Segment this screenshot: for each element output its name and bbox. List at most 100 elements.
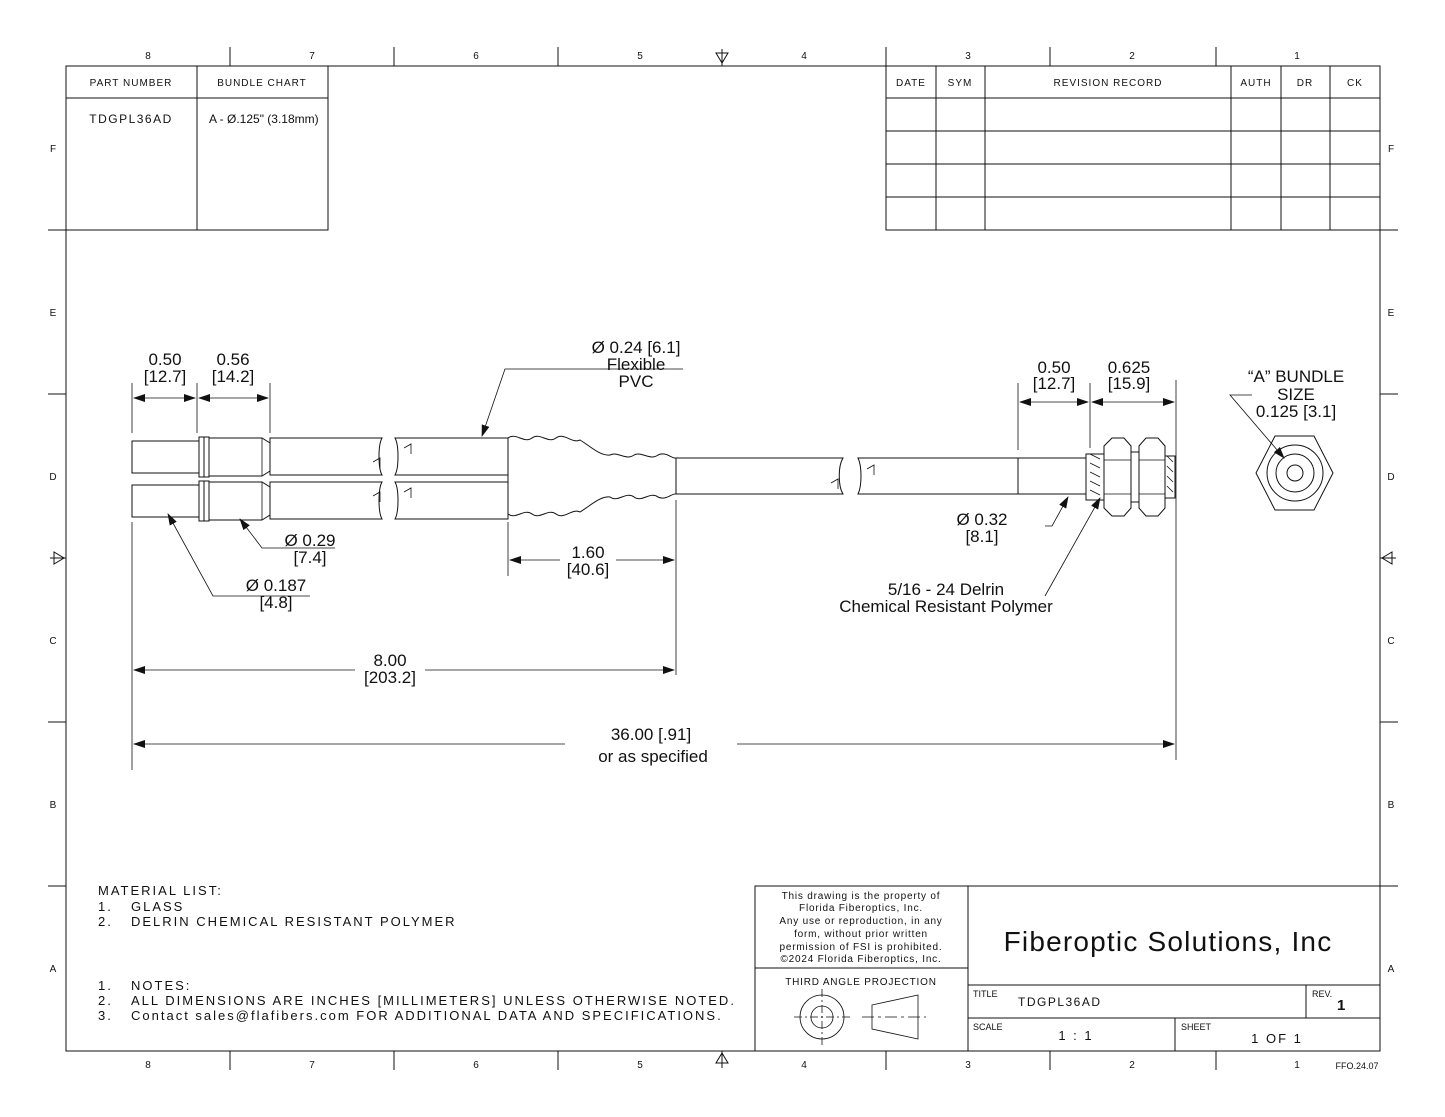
zone-col-5-bottom: 5: [637, 1060, 643, 1071]
note-1: NOTES:: [131, 978, 191, 993]
zone-col-1-bottom: 1: [1294, 1060, 1300, 1071]
note-1-num: 1.: [98, 978, 113, 993]
dim-056: 0.56: [216, 350, 249, 369]
dim-800: 8.00: [373, 651, 406, 670]
zone-col-6: 6: [473, 51, 479, 62]
zone-col-3-bottom: 3: [965, 1060, 971, 1071]
svg-text:permission of FSI is prohibite: permission of FSI is prohibited.: [780, 942, 943, 953]
dim-3600: 36.00 [.91]: [611, 725, 691, 744]
zone-col-8-bottom: 8: [145, 1060, 151, 1071]
dim-0625-mm: [15.9]: [1108, 374, 1151, 393]
dim-dia-032-mm: [8.1]: [965, 527, 998, 546]
part-number-table: PART NUMBER BUNDLE CHART TDGPL36AD A - Ø…: [65, 65, 329, 231]
dim-160: 1.60: [571, 543, 604, 562]
dim-0625: 0.625: [1108, 358, 1151, 377]
leg-upper: [394, 437, 509, 476]
zone-col-2-bottom: 2: [1129, 1060, 1135, 1071]
material-list: MATERIAL LIST: 1. GLASS 2. DELRIN CHEMIC…: [98, 883, 457, 929]
ferrule-lower: [131, 480, 383, 522]
dim-dia-032: Ø 0.32: [956, 510, 1007, 529]
zone-row-f: F: [50, 144, 56, 155]
zone-row-c: C: [49, 636, 56, 647]
rev-label: REV.: [1312, 989, 1332, 999]
dim-800-mm: [203.2]: [364, 668, 416, 687]
svg-text:This drawing is the property o: This drawing is the property of: [782, 891, 941, 902]
note-3-num: 3.: [98, 1008, 113, 1023]
zone-row-b: B: [50, 800, 57, 811]
scale-value: 1 : 1: [1058, 1028, 1093, 1043]
centering-mark-left: [50, 551, 66, 565]
sheet-label: SHEET: [1181, 1022, 1212, 1032]
zone-col-3: 3: [965, 51, 971, 62]
label-delrin-polymer: Chemical Resistant Polymer: [839, 597, 1053, 616]
zone-col-5: 5: [637, 51, 643, 62]
pvc-breakout-boot: [507, 435, 677, 517]
zone-row-a-right: A: [1388, 964, 1395, 975]
zone-col-6-bottom: 6: [473, 1060, 479, 1071]
dim-dia-029: Ø 0.29: [284, 531, 335, 550]
threaded-connector: [1085, 437, 1176, 517]
part-number-value: TDGPL36AD: [89, 112, 173, 126]
material-item-2: DELRIN CHEMICAL RESISTANT POLYMER: [131, 914, 457, 929]
rev-header-dr: DR: [1297, 78, 1313, 89]
dim-dia-029-mm: [7.4]: [293, 548, 326, 567]
dim-050-right: 0.50: [1037, 358, 1070, 377]
bundle-chart-value: A - Ø.125" (3.18mm): [209, 112, 319, 126]
label-bundle: “A” BUNDLE: [1248, 367, 1344, 386]
zone-col-7-bottom: 7: [309, 1060, 315, 1071]
end-view-hex: [1255, 435, 1334, 511]
scale-label: SCALE: [973, 1022, 1003, 1032]
main-cable-right: [857, 457, 1019, 495]
zone-row-d-right: D: [1387, 472, 1394, 483]
revision-table: DATE SYM REVISION RECORD AUTH DR CK: [885, 65, 1381, 231]
centering-mark-bottom: [715, 1051, 729, 1068]
label-delrin-thread: 5/16 - 24 Delrin: [888, 580, 1004, 599]
label-bundle-value: 0.125 [3.1]: [1256, 402, 1336, 421]
zone-row-e-right: E: [1388, 308, 1395, 319]
material-item-2-num: 2.: [98, 914, 113, 929]
dim-dia-0187: Ø 0.187: [246, 576, 307, 595]
label-pvc: PVC: [619, 372, 654, 391]
dim-050-left: 0.50: [148, 350, 181, 369]
rev-header-date: DATE: [896, 78, 926, 89]
cable-assembly: [131, 435, 1334, 522]
rev-value: 1: [1337, 997, 1345, 1014]
rev-header-ck: CK: [1347, 78, 1363, 89]
dimensions: 0.50 [12.7] 0.56 [14.2] Ø 0.24 [6.1] Fle…: [131, 338, 1344, 770]
note-2-num: 2.: [98, 993, 113, 1008]
material-item-1: GLASS: [131, 899, 184, 914]
bundle-chart-header: BUNDLE CHART: [217, 78, 307, 89]
zone-col-7: 7: [309, 51, 315, 62]
material-item-1-num: 1.: [98, 899, 113, 914]
material-list-title: MATERIAL LIST:: [98, 883, 223, 898]
company-name: Fiberoptic Solutions, Inc: [1004, 926, 1333, 957]
note-3: Contact sales@flafibers.com FOR ADDITION…: [131, 1008, 723, 1023]
zone-row-e: E: [50, 308, 57, 319]
title-block: This drawing is the property of Florida …: [754, 885, 1381, 1052]
ferrule-upper: [131, 436, 383, 478]
form-code: FFO.24.07: [1335, 1061, 1378, 1071]
svg-text:Florida Fiberoptics, Inc.: Florida Fiberoptics, Inc.: [799, 903, 923, 914]
rev-header-record: REVISION RECORD: [1054, 78, 1163, 89]
title-label: TITLE: [973, 989, 998, 999]
label-pvc-diameter: Ø 0.24 [6.1]: [592, 338, 681, 357]
dim-056-mm: [14.2]: [212, 367, 255, 386]
label-pvc-flexible: Flexible: [607, 355, 666, 374]
centering-mark-right: [1380, 551, 1396, 565]
zone-col-4: 4: [801, 51, 807, 62]
zone-col-2: 2: [1129, 51, 1135, 62]
zone-col-4-bottom: 4: [801, 1060, 807, 1071]
zone-col-1: 1: [1294, 51, 1300, 62]
zone-row-d: D: [49, 472, 56, 483]
sheet-value: 1 OF 1: [1251, 1031, 1303, 1046]
svg-text:Any use or reproduction, in an: Any use or reproduction, in any: [779, 916, 942, 927]
dim-160-mm: [40.6]: [567, 560, 610, 579]
zone-col-8: 8: [145, 51, 151, 62]
third-angle-projection-symbol: [794, 989, 926, 1045]
label-bundle-size: SIZE: [1277, 385, 1315, 404]
end-sleeve: [1017, 457, 1087, 495]
main-cable-left: [675, 457, 844, 495]
note-2: ALL DIMENSIONS ARE INCHES [MILLIMETERS] …: [131, 993, 736, 1008]
svg-text:form, without prior written: form, without prior written: [794, 929, 928, 940]
